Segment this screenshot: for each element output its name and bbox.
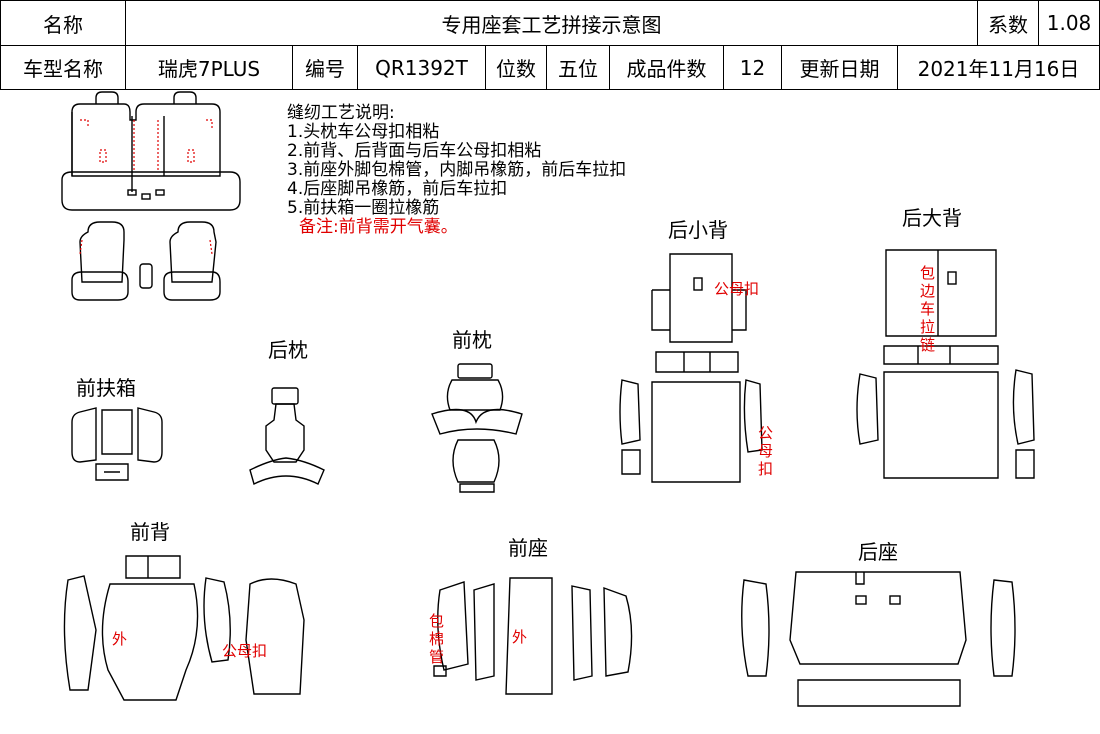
annot-front-seat-pipe: 包棉管	[429, 612, 445, 666]
pieces-label: 成品件数	[609, 45, 724, 90]
code-value: QR1392T	[357, 45, 486, 90]
overview-rear-seat	[61, 91, 241, 211]
label-rear-big-back: 后大背	[902, 206, 962, 230]
date-value: 2021年11月16日	[897, 45, 1100, 90]
model-value: 瑞虎7PLUS	[125, 45, 293, 90]
notes-title: 缝纫工艺说明:	[287, 103, 395, 123]
label-rear-headrest: 后枕	[268, 338, 308, 362]
label-front-back: 前背	[130, 520, 170, 544]
model-label: 车型名称	[0, 45, 126, 90]
annot-front-back-outer: 外	[112, 630, 128, 648]
notes-line: 2.前背、后背面与后车公母扣相粘	[287, 141, 542, 161]
front-headrest-pieces	[431, 363, 523, 493]
label-front-armrest: 前扶箱	[76, 376, 136, 400]
notes-line: 1.头枕车公母扣相粘	[287, 122, 440, 142]
front-back-pieces	[63, 555, 305, 701]
rear-big-back-pieces	[856, 249, 1035, 479]
seat-label: 位数	[485, 45, 547, 90]
front-armrest-pieces	[71, 407, 163, 481]
notes-remark: 备注:前背需开气囊。	[299, 217, 458, 237]
annot-small-back-buckle: 公母扣	[714, 280, 760, 298]
sewing-notes: 缝纫工艺说明: 1.头枕车公母扣相粘 2.前背、后背面与后车公母扣相粘 3.前座…	[287, 104, 626, 237]
label-front-headrest: 前枕	[452, 328, 492, 352]
label-front-seat: 前座	[508, 536, 548, 560]
overview-front-seats	[71, 221, 221, 301]
front-seat-pieces	[433, 577, 633, 695]
rear-small-back-pieces	[619, 253, 763, 483]
annot-small-back-side-buckle: 公母扣	[758, 424, 774, 478]
notes-line: 4.后座脚吊橡筋，前后车拉扣	[287, 179, 508, 199]
notes-line: 3.前座外脚包棉管，内脚吊橡筋，前后车拉扣	[287, 160, 627, 180]
rear-seat-pieces	[741, 571, 1016, 707]
annot-front-back-buckle: 公母扣	[222, 642, 268, 660]
rear-headrest-pieces	[249, 387, 325, 486]
header-table: 名称 专用座套工艺拼接示意图 系数 1.08 车型名称 瑞虎7PLUS 编号 Q…	[0, 0, 1100, 90]
notes-line: 5.前扶箱一圈拉橡筋	[287, 198, 440, 218]
date-label: 更新日期	[781, 45, 898, 90]
coef-label: 系数	[977, 0, 1039, 46]
annot-big-back-wrap: 包边车拉链	[920, 264, 936, 354]
annot-front-seat-outer: 外	[512, 628, 528, 646]
label-rear-seat: 后座	[858, 540, 898, 564]
label-rear-small-back: 后小背	[668, 218, 728, 242]
